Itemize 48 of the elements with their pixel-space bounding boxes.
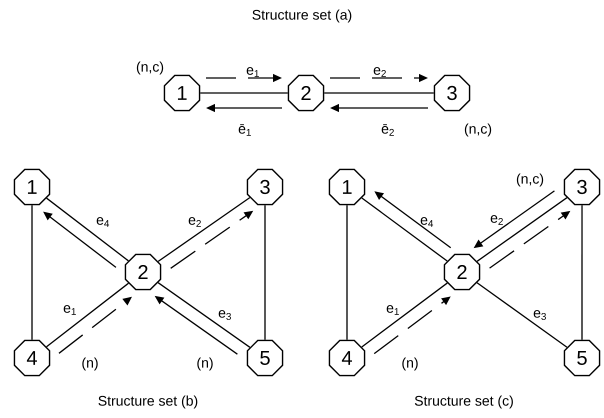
line bbox=[581, 205, 583, 340]
node-octagon: 1 bbox=[164, 74, 200, 112]
edge-label: e$_{2}$ bbox=[188, 217, 201, 227]
edge-label: ē$_{1}$ bbox=[238, 124, 251, 136]
annotation: (n,c) bbox=[464, 123, 492, 137]
edge-label: e$_{2}$ bbox=[490, 215, 503, 225]
edge-label: ē$_{2}$ bbox=[382, 124, 394, 136]
line bbox=[324, 92, 434, 94]
node-octagon: 2 bbox=[124, 254, 162, 290]
node-octagon: 5 bbox=[246, 340, 284, 376]
line bbox=[476, 197, 568, 262]
line bbox=[264, 205, 266, 340]
annotation: (n) bbox=[197, 357, 213, 371]
annotation: (n) bbox=[402, 357, 418, 371]
title: Structure set (a) bbox=[252, 9, 352, 23]
edge-label: e$_{4}$ bbox=[96, 217, 110, 227]
edge-label: e$_{1}$ bbox=[64, 305, 76, 315]
annotation: (n) bbox=[82, 357, 98, 371]
line bbox=[46, 198, 129, 262]
line bbox=[361, 282, 448, 348]
node-octagon: 1 bbox=[14, 168, 50, 206]
line bbox=[200, 92, 288, 94]
edge-label: e$_{4}$ bbox=[420, 217, 434, 227]
node-octagon: 4 bbox=[14, 340, 50, 376]
line bbox=[361, 197, 448, 262]
node-octagon: 5 bbox=[564, 340, 600, 376]
node-octagon: 3 bbox=[246, 168, 284, 206]
annotation: (n,c) bbox=[136, 61, 164, 75]
node-octagon: 2 bbox=[288, 74, 324, 112]
line bbox=[346, 205, 348, 340]
caption: Structure set (c) bbox=[414, 395, 513, 409]
edge-label: e$_{2}$ bbox=[374, 67, 386, 77]
node-octagon: 2 bbox=[444, 254, 480, 290]
line bbox=[31, 205, 33, 340]
annotation: (n,c) bbox=[516, 173, 544, 187]
line bbox=[46, 282, 129, 348]
edge-label: e$_{1}$ bbox=[386, 305, 399, 315]
node-octagon: 3 bbox=[434, 74, 470, 112]
node-octagon: 1 bbox=[328, 168, 366, 206]
line bbox=[158, 197, 250, 262]
node-octagon: 3 bbox=[564, 168, 600, 206]
edge-label: e$_{3}$ bbox=[534, 310, 546, 320]
edge-label: e$_{1}$ bbox=[246, 67, 259, 77]
line bbox=[476, 282, 568, 348]
line bbox=[158, 282, 250, 348]
node-octagon: 4 bbox=[328, 340, 366, 376]
edge-label: e$_{3}$ bbox=[218, 310, 231, 320]
caption: Structure set (b) bbox=[98, 395, 198, 409]
